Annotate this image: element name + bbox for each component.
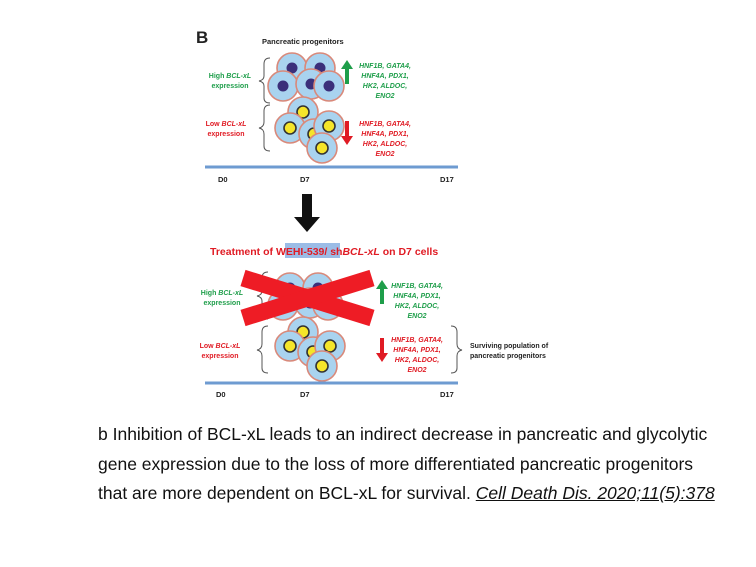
bottom-high-genes: HNF1B, GATA4, HNF4A, PDX1, HK2, ALDOC, E… [391, 283, 443, 320]
bottom-low-label-line1: Low BCL-xL [200, 343, 241, 350]
treatment-title: Treatment of WEHI-539/ shBCL-xL on D7 ce… [210, 246, 438, 258]
svg-text:D17: D17 [440, 390, 454, 399]
svg-text:ENO2: ENO2 [375, 151, 394, 158]
bottom-low-label-line2: expression [202, 353, 239, 360]
svg-text:HNF1B, GATA4,: HNF1B, GATA4, [391, 283, 443, 290]
panel-label: B [196, 28, 208, 47]
top-low-cells [274, 96, 345, 164]
bottom-low-bracket [256, 325, 269, 374]
svg-text:HNF1B, GATA4,: HNF1B, GATA4, [391, 337, 443, 344]
bottom-high-label-line2: expression [204, 300, 241, 307]
top-down-arrow [341, 121, 353, 145]
bottom-low-cells [274, 316, 346, 382]
bottom-low-genes: HNF1B, GATA4, HNF4A, PDX1, HK2, ALDOC, E… [391, 337, 443, 374]
svg-text:ENO2: ENO2 [407, 367, 426, 374]
bottom-timeline-labels: D0 D7 D17 [216, 390, 454, 399]
svg-text:D17: D17 [440, 175, 454, 184]
top-low-label-line1: Low BCL-xL [206, 121, 247, 128]
top-low-genes: HNF1B, GATA4, HNF4A, PDX1, HK2, ALDOC, E… [359, 121, 411, 158]
svg-text:pancreatic progenitors: pancreatic progenitors [470, 353, 546, 360]
big-down-arrow [294, 194, 320, 232]
svg-text:HNF4A, PDX1,: HNF4A, PDX1, [393, 293, 441, 300]
top-timeline-labels: D0 D7 D17 [218, 175, 454, 184]
svg-text:HK2, ALDOC,: HK2, ALDOC, [363, 83, 408, 90]
svg-text:D0: D0 [218, 175, 228, 184]
caption-text: b Inhibition of BCL-xL leads to an indir… [98, 424, 708, 503]
bottom-high-label-line1: High BCL-xL [201, 290, 243, 297]
top-title: Pancreatic progenitors [262, 37, 344, 46]
svg-text:ENO2: ENO2 [407, 313, 426, 320]
surviving-bracket [450, 325, 463, 374]
top-high-cells [267, 52, 345, 102]
svg-text:HNF1B, GATA4,: HNF1B, GATA4, [359, 121, 411, 128]
svg-text:HNF4A, PDX1,: HNF4A, PDX1, [361, 131, 409, 138]
svg-text:HK2, ALDOC,: HK2, ALDOC, [395, 357, 440, 364]
svg-text:HK2, ALDOC,: HK2, ALDOC, [395, 303, 440, 310]
svg-text:HNF4A, PDX1,: HNF4A, PDX1, [393, 347, 441, 354]
surviving-label: Surviving population of pancreatic proge… [470, 343, 549, 360]
drug-highlight [285, 243, 340, 258]
top-high-label-line2: expression [212, 83, 249, 90]
figure-caption: b Inhibition of BCL-xL leads to an indir… [98, 420, 718, 509]
top-up-arrow [341, 60, 353, 84]
svg-text:ENO2: ENO2 [375, 93, 394, 100]
svg-text:D7: D7 [300, 175, 310, 184]
citation-link[interactable]: Cell Death Dis. 2020;11(5):378 [475, 483, 715, 503]
bottom-up-arrow [376, 280, 388, 304]
svg-text:Surviving population of: Surviving population of [470, 343, 549, 350]
top-low-bracket [258, 104, 271, 152]
top-high-bracket [258, 57, 271, 104]
bottom-down-arrow [376, 338, 388, 362]
top-high-genes: HNF1B, GATA4, HNF4A, PDX1, HK2, ALDOC, E… [359, 63, 411, 100]
top-high-label-line1: High BCL-xL [209, 73, 251, 80]
svg-text:D0: D0 [216, 390, 226, 399]
svg-text:HNF1B, GATA4,: HNF1B, GATA4, [359, 63, 411, 70]
red-cross [240, 269, 375, 327]
svg-text:HNF4A, PDX1,: HNF4A, PDX1, [361, 73, 409, 80]
svg-text:HK2, ALDOC,: HK2, ALDOC, [363, 141, 408, 148]
bcl-xl-diagram: B Pancreatic progenitors High BCL-xL exp… [196, 28, 549, 399]
svg-text:D7: D7 [300, 390, 310, 399]
top-low-label-line2: expression [208, 131, 245, 138]
